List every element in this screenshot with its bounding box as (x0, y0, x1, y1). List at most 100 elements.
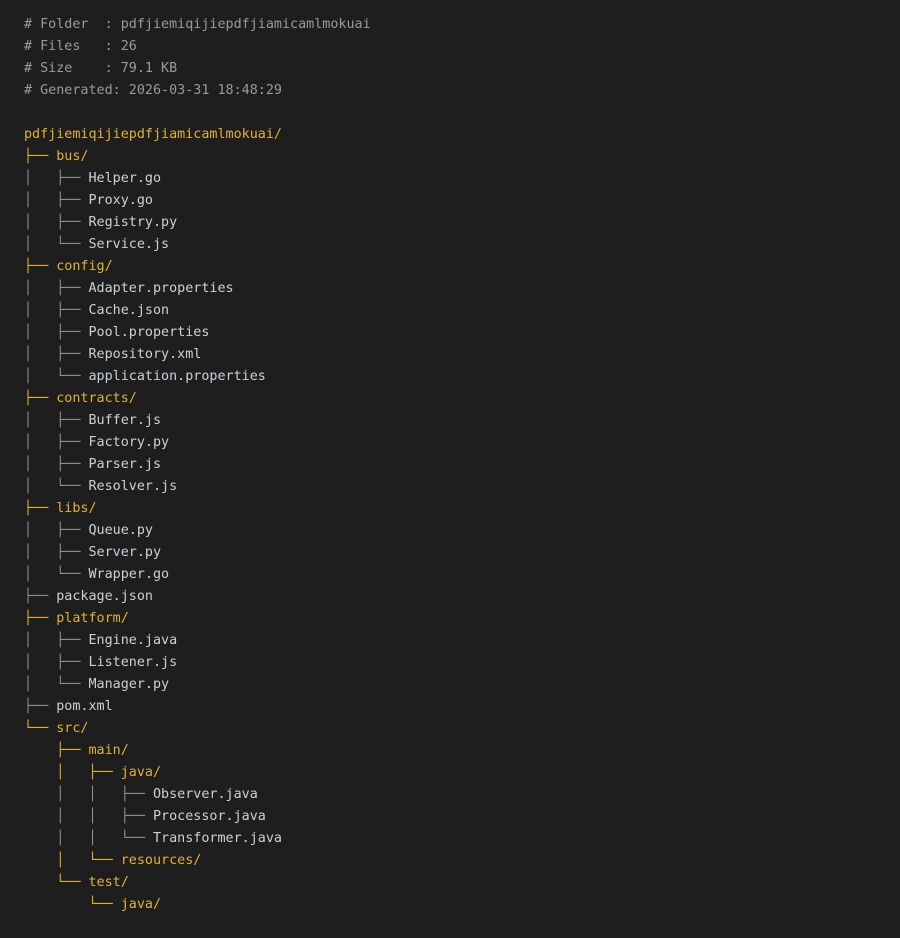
tree-connector: │ ├── (24, 325, 89, 340)
tree-file-row: │ ├── Factory.py (24, 432, 876, 454)
file-name: Cache.json (88, 303, 170, 318)
tree-file-row: │ ├── Listener.js (24, 652, 876, 674)
tree-file-row: │ └── application.properties (24, 366, 876, 388)
tree-folder-row: │ └── resources/ (24, 850, 876, 872)
tree-connector: │ ├── (24, 193, 89, 208)
file-name: Registry.py (88, 215, 178, 230)
tree-connector: ├── (24, 611, 57, 626)
folder-name: platform/ (56, 611, 129, 626)
tree-folder-row: │ ├── java/ (24, 762, 876, 784)
tree-connector: │ ├── (24, 545, 89, 560)
tree-connector: ├── (24, 501, 57, 516)
tree-connector: │ ├── (24, 215, 89, 230)
tree-file-row: │ ├── Buffer.js (24, 410, 876, 432)
tree-connector: │ ├── (24, 303, 89, 318)
tree-file-row: │ ├── Queue.py (24, 520, 876, 542)
folder-name: contracts/ (56, 391, 137, 406)
file-name: Transformer.java (153, 831, 282, 846)
folder-name: java/ (120, 897, 162, 912)
file-name: pom.xml (56, 699, 113, 714)
tree-folder-row: ├── main/ (24, 740, 876, 762)
file-name: Observer.java (153, 787, 258, 802)
folder-name: config/ (56, 259, 113, 274)
folder-name: main/ (88, 743, 129, 758)
tree-connector: │ │ ├── (24, 809, 153, 824)
tree-file-row: │ └── Manager.py (24, 674, 876, 696)
tree-connector: │ ├── (24, 347, 89, 362)
tree-file-row: │ │ └── Transformer.java (24, 828, 876, 850)
tree-folder-row: └── test/ (24, 872, 876, 894)
file-name: Service.js (88, 237, 170, 252)
tree-connector: │ ├── (24, 633, 89, 648)
tree-lines: ├── bus/│ ├── Helper.go│ ├── Proxy.go│ ├… (24, 146, 876, 916)
tree-connector: │ ├── (24, 413, 89, 428)
tree-connector: │ └── (24, 567, 89, 582)
tree-file-row: │ │ ├── Processor.java (24, 806, 876, 828)
file-name: Factory.py (88, 435, 170, 450)
file-name: package.json (56, 589, 153, 604)
tree-file-row: │ ├── Helper.go (24, 168, 876, 190)
file-name: Resolver.js (88, 479, 178, 494)
tree-connector: │ ├── (24, 655, 89, 670)
folder-name: bus/ (56, 149, 89, 164)
file-name: Proxy.go (88, 193, 154, 208)
tree-file-row: │ ├── Cache.json (24, 300, 876, 322)
folder-name: libs/ (56, 501, 97, 516)
tree-connector: ├── (24, 259, 57, 274)
tree-connector: │ ├── (24, 523, 89, 538)
folder-info: # Folder : pdfjiemiqijiepdfjiamicamlmoku… (24, 17, 371, 32)
tree-connector: │ ├── (24, 457, 89, 472)
folder-name: test/ (88, 875, 129, 890)
tree-folder-row: ├── libs/ (24, 498, 876, 520)
tree-file-row: │ ├── Engine.java (24, 630, 876, 652)
tree-connector: │ └── (24, 677, 89, 692)
tree-file-row: │ │ ├── Observer.java (24, 784, 876, 806)
file-name: Adapter.properties (88, 281, 234, 296)
file-name: Helper.go (88, 171, 162, 186)
tree-file-row: │ ├── Adapter.properties (24, 278, 876, 300)
tree-file-row: ├── package.json (24, 586, 876, 608)
file-name: Server.py (88, 545, 162, 560)
file-name: Listener.js (88, 655, 178, 670)
tree-connector: ├── (24, 589, 57, 604)
folder-name: src/ (56, 721, 89, 736)
tree-connector: │ └── (24, 479, 89, 494)
tree-file-row: │ ├── Proxy.go (24, 190, 876, 212)
tree-connector: ├── (24, 743, 89, 758)
tree-file-row: │ ├── Server.py (24, 542, 876, 564)
tree-folder-row: └── java/ (24, 894, 876, 916)
spacer (24, 102, 876, 124)
file-name: Repository.xml (88, 347, 202, 362)
tree-folder-row: └── src/ (24, 718, 876, 740)
tree-connector: │ └── (24, 369, 89, 384)
tree-connector: │ ├── (24, 765, 121, 780)
tree-connector: │ ├── (24, 435, 89, 450)
tree-file-row: │ ├── Parser.js (24, 454, 876, 476)
tree-connector: └── (24, 875, 89, 890)
tree-connector: │ │ ├── (24, 787, 153, 802)
file-name: Queue.py (88, 523, 154, 538)
tree-connector: │ └── (24, 237, 89, 252)
tree-file-row: │ ├── Registry.py (24, 212, 876, 234)
tree-connector: ├── (24, 149, 57, 164)
tree-folder-row: ├── config/ (24, 256, 876, 278)
tree-root-folder: pdfjiemiqijiepdfjiamicamlmokuai/ (24, 127, 282, 142)
tree-connector: │ └── (24, 853, 121, 868)
tree-file-row: │ ├── Repository.xml (24, 344, 876, 366)
files-count-info: # Files : 26 (24, 39, 137, 54)
folder-name: java/ (120, 765, 162, 780)
tree-file-row: │ └── Resolver.js (24, 476, 876, 498)
file-name: Wrapper.go (88, 567, 170, 582)
file-name: Processor.java (153, 809, 266, 824)
file-name: Pool.properties (88, 325, 210, 340)
tree-connector: ├── (24, 391, 57, 406)
tree-file-row: │ └── Service.js (24, 234, 876, 256)
tree-folder-row: ├── bus/ (24, 146, 876, 168)
tree-folder-row: ├── platform/ (24, 608, 876, 630)
file-name: Engine.java (88, 633, 178, 648)
tree-file-row: │ └── Wrapper.go (24, 564, 876, 586)
tree-folder-row: ├── contracts/ (24, 388, 876, 410)
tree-connector: └── (24, 897, 121, 912)
tree-connector: │ │ └── (24, 831, 153, 846)
file-name: Parser.js (88, 457, 162, 472)
